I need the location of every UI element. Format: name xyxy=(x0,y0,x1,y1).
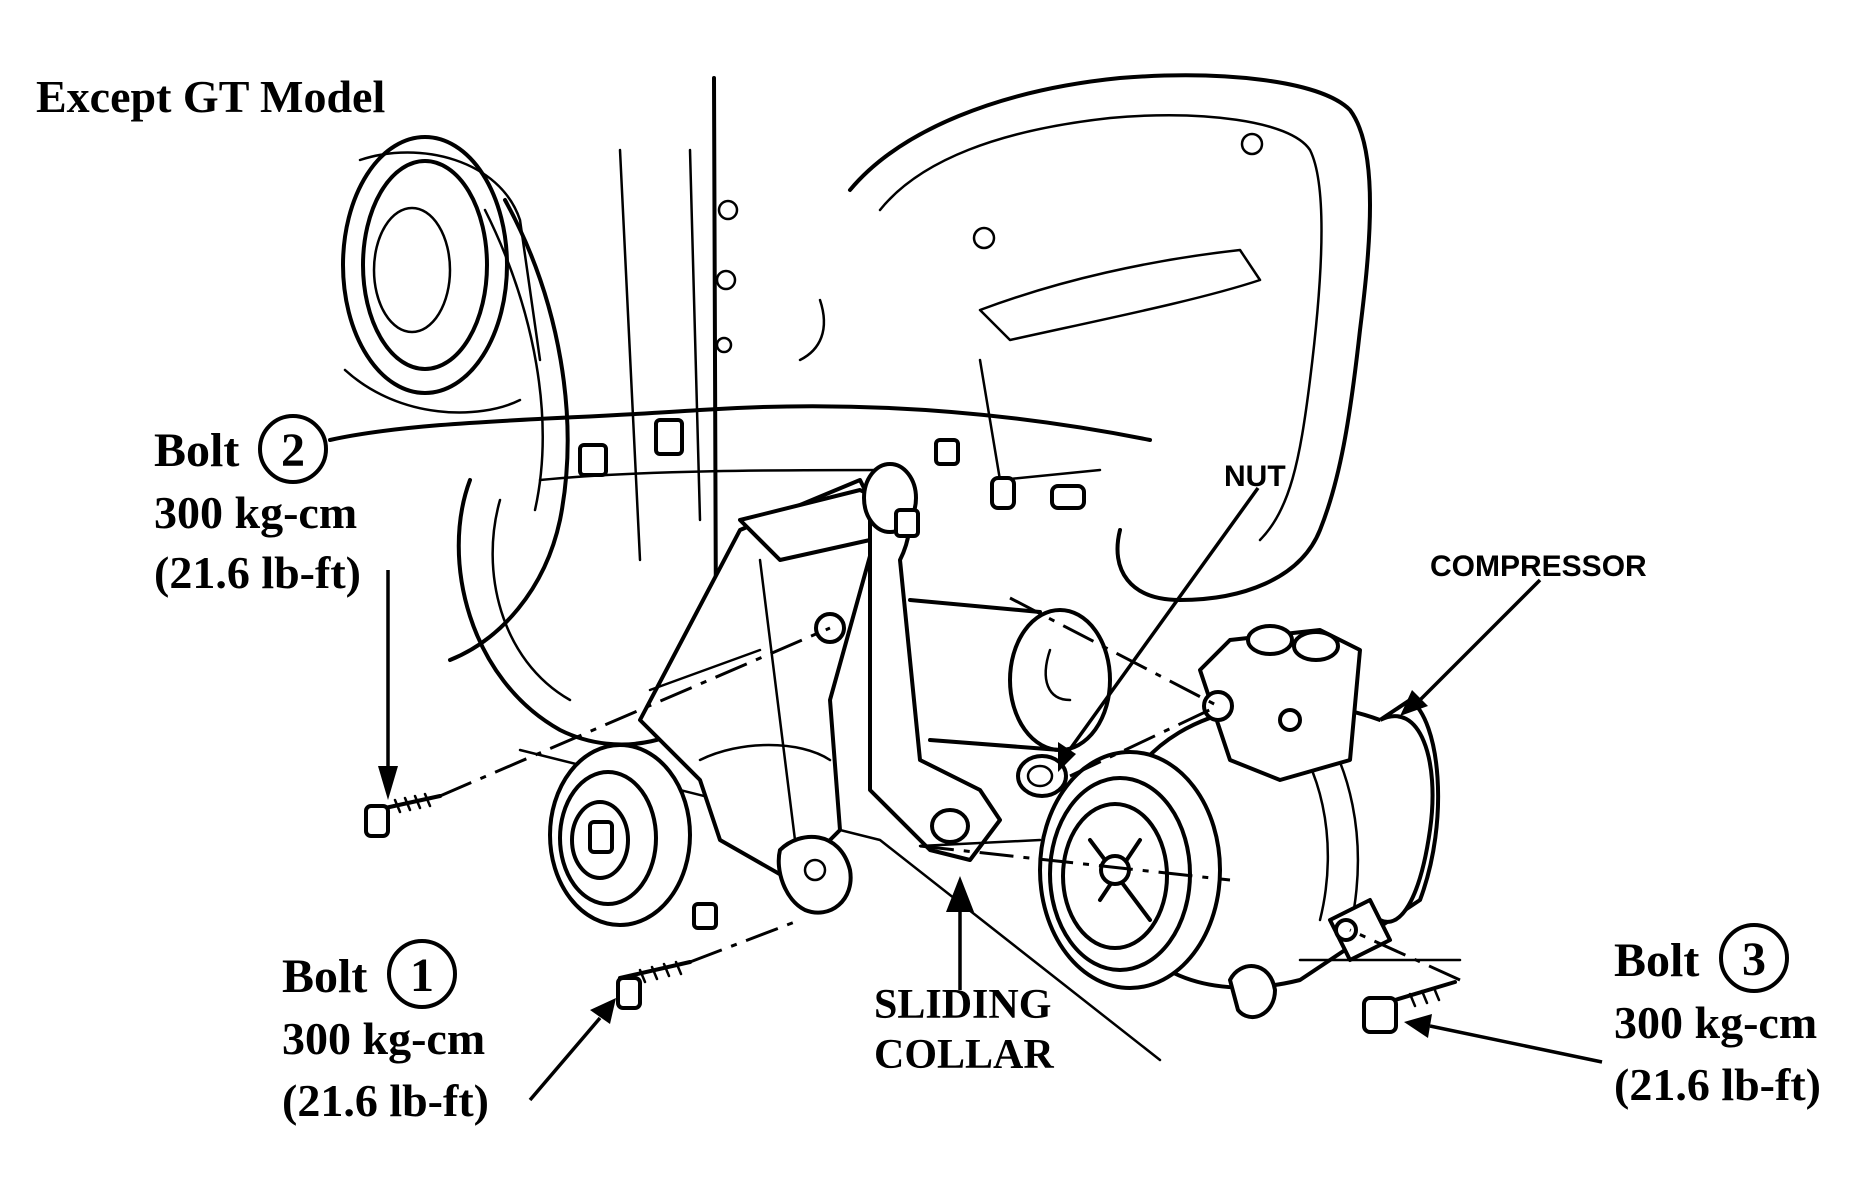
bolt-2-number: 2 xyxy=(281,424,305,477)
engine-block-illustration xyxy=(328,73,1372,1062)
bolt-3-torque-metric: 300 kg-cm xyxy=(1614,997,1817,1048)
alignment-lines xyxy=(439,596,1462,982)
bolt-3-illustration xyxy=(1362,980,1457,1034)
bolt-1-number: 1 xyxy=(410,949,434,1002)
bolt-3-callout: Bolt 3 300 kg-cm (21.6 lb-ft) xyxy=(1614,923,1821,1110)
callout-leaders xyxy=(378,486,1603,1102)
bolt-3-torque-imperial: (21.6 lb-ft) xyxy=(1614,1059,1821,1110)
bolt-2-torque-imperial: (21.6 lb-ft) xyxy=(154,547,361,598)
diagram-title: Except GT Model xyxy=(36,71,385,122)
bolt-1-torque-metric: 300 kg-cm xyxy=(282,1013,485,1064)
mounting-bracket-illustration xyxy=(548,462,1002,930)
bolt-1-illustration xyxy=(616,960,692,1010)
bolt-1-label: Bolt xyxy=(282,950,367,1003)
sliding-collar-label-line1: SLIDING xyxy=(874,982,1051,1028)
bolt-2-number-circle xyxy=(258,414,328,484)
sliding-collar-callout: SLIDING COLLAR xyxy=(874,982,1054,1078)
bolt-3-number: 3 xyxy=(1742,933,1766,986)
bolt-2-callout: Bolt 2 300 kg-cm (21.6 lb-ft) xyxy=(154,414,361,598)
bolt-1-number-circle xyxy=(387,939,457,1009)
sliding-collar-label-line2: COLLAR xyxy=(874,1032,1054,1078)
bolt-2-label: Bolt xyxy=(154,424,239,477)
bolt-3-number-circle xyxy=(1719,923,1789,993)
nut-illustration xyxy=(1016,754,1068,798)
bolt-2-torque-metric: 300 kg-cm xyxy=(154,487,357,538)
bolt-2-illustration xyxy=(364,792,442,838)
bolt-1-torque-imperial: (21.6 lb-ft) xyxy=(282,1075,489,1126)
bolt-3-label: Bolt xyxy=(1614,934,1699,987)
compressor-illustration xyxy=(1038,624,1441,1020)
compressor-label: COMPRESSOR xyxy=(1430,550,1647,583)
bolt-1-callout: Bolt 1 300 kg-cm (21.6 lb-ft) xyxy=(282,939,489,1126)
nut-label: NUT xyxy=(1224,460,1286,493)
